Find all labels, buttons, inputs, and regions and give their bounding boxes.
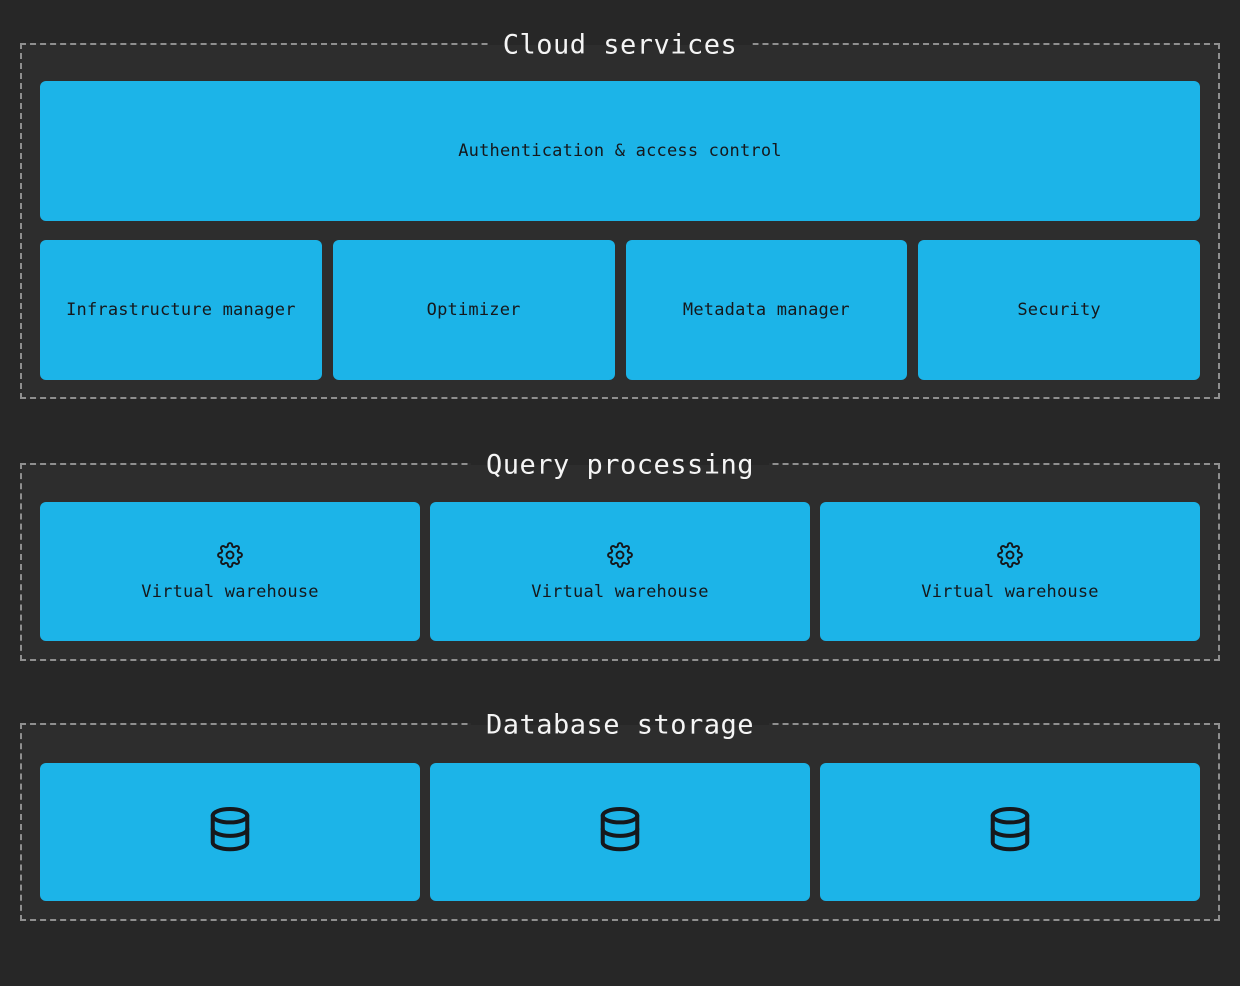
security-box: Security xyxy=(918,240,1200,380)
database-icon xyxy=(207,806,253,858)
database-storage-box xyxy=(820,763,1200,901)
section-query-processing: Query processing Virtual warehouse Virtu… xyxy=(20,449,1220,661)
section-title-database-storage: Database storage xyxy=(470,709,770,741)
gear-icon xyxy=(217,541,243,568)
optimizer-label: Optimizer xyxy=(426,300,521,320)
infrastructure-manager-label: Infrastructure manager xyxy=(66,300,296,320)
database-storage-box xyxy=(40,763,420,901)
virtual-warehouse-box: Virtual warehouse xyxy=(820,502,1200,641)
section-title-cloud-services: Cloud services xyxy=(487,29,753,61)
section-database-storage: Database storage xyxy=(20,709,1220,921)
infrastructure-manager-box: Infrastructure manager xyxy=(40,240,322,380)
auth-access-control-label: Authentication & access control xyxy=(458,141,782,161)
metadata-manager-label: Metadata manager xyxy=(682,300,850,320)
warehouse-row: Virtual warehouse Virtual warehouse Virt… xyxy=(40,502,1200,641)
virtual-warehouse-label: Virtual warehouse xyxy=(141,581,319,602)
gear-icon xyxy=(997,541,1023,568)
database-icon xyxy=(597,806,643,858)
virtual-warehouse-box: Virtual warehouse xyxy=(40,502,420,641)
cloud-services-row: Infrastructure manager Optimizer Metadat… xyxy=(40,240,1200,380)
database-storage-box xyxy=(430,763,810,901)
auth-access-control-box: Authentication & access control xyxy=(40,81,1200,221)
security-label: Security xyxy=(1017,300,1101,320)
virtual-warehouse-label: Virtual warehouse xyxy=(531,581,709,602)
gear-icon xyxy=(607,541,633,568)
metadata-manager-box: Metadata manager xyxy=(625,240,908,380)
database-row xyxy=(40,763,1200,901)
section-title-query-processing: Query processing xyxy=(470,449,770,481)
virtual-warehouse-label: Virtual warehouse xyxy=(921,581,1099,602)
database-icon xyxy=(987,806,1033,858)
section-cloud-services: Cloud services Authentication & access c… xyxy=(20,29,1220,399)
optimizer-box: Optimizer xyxy=(332,240,615,380)
virtual-warehouse-box: Virtual warehouse xyxy=(430,502,810,641)
